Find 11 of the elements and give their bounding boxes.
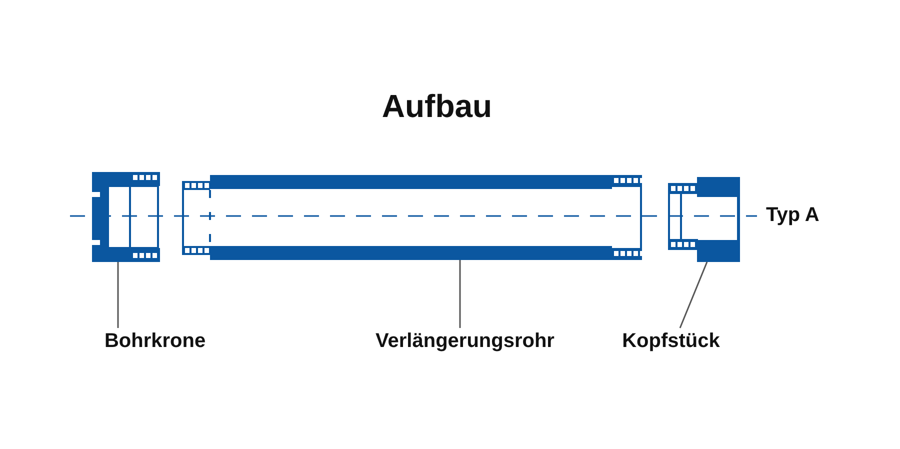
leader-line <box>679 262 708 328</box>
part-label: Verlängerungsrohr <box>360 328 570 354</box>
part-label: Kopfstück <box>612 328 730 354</box>
leader-line <box>459 260 461 328</box>
extension-tube-drawing <box>182 175 644 260</box>
part-label: Bohrkrone <box>95 328 215 354</box>
drill-bit-drawing <box>92 172 160 262</box>
head-piece-drawing <box>668 177 740 262</box>
leader-line <box>117 262 119 328</box>
type-label: Typ A <box>766 204 820 227</box>
title: Aufbau <box>380 88 494 125</box>
